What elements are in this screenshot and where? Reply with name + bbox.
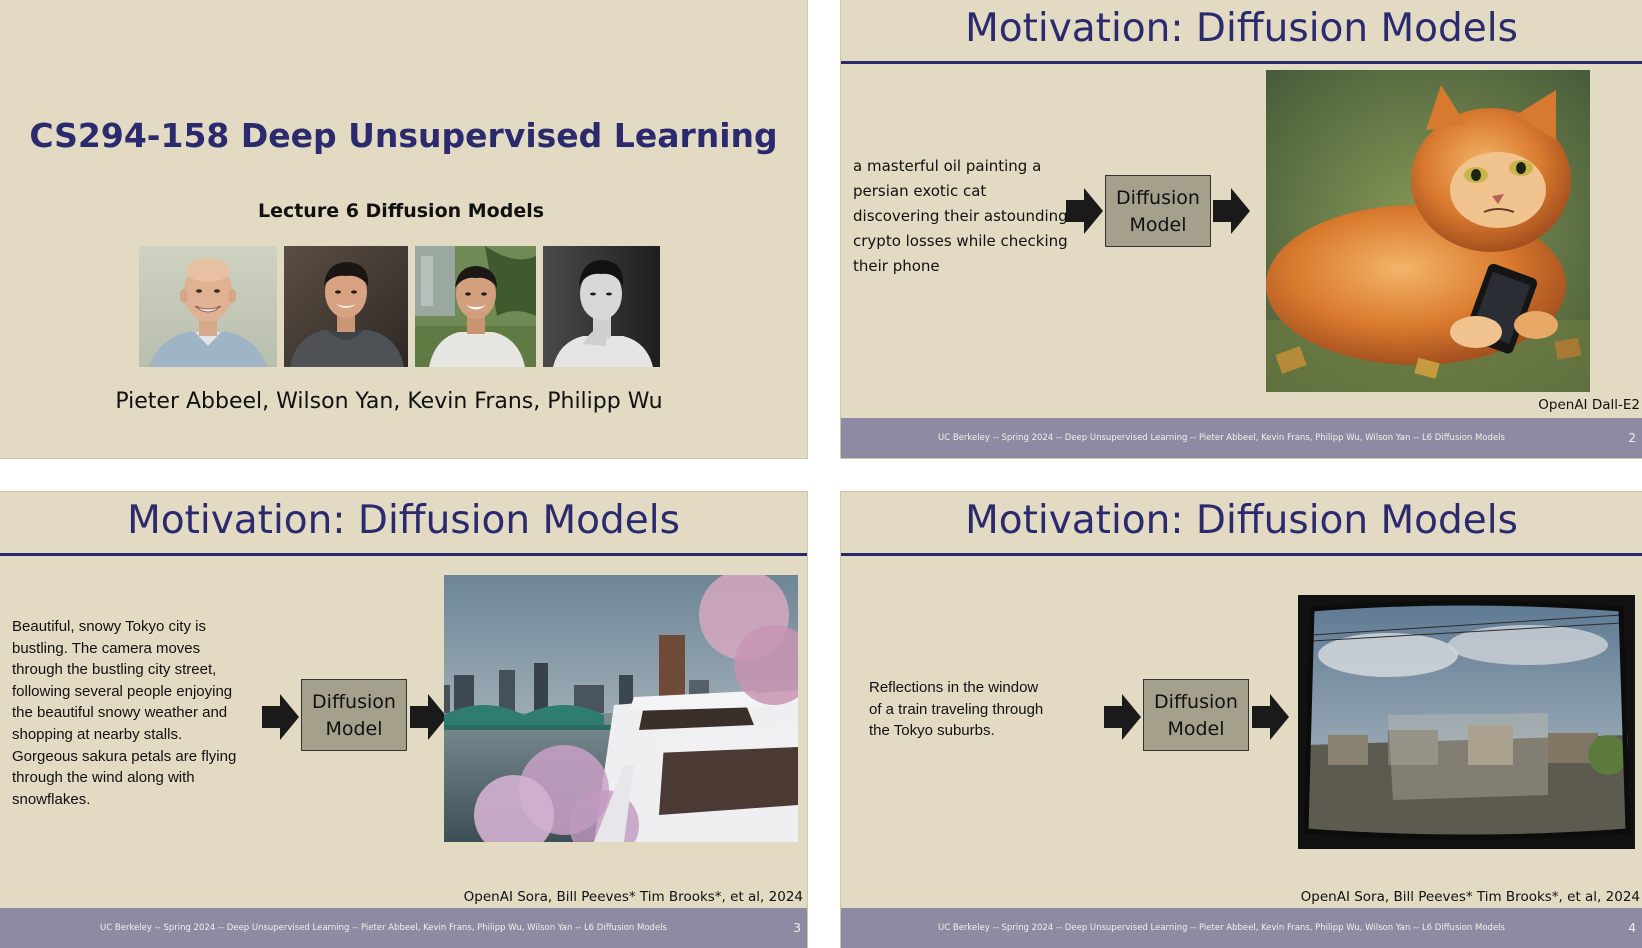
right-arrow-icon <box>1104 694 1141 740</box>
model-label-line2: Model <box>1167 718 1225 740</box>
slide-footer: UC Berkeley -- Spring 2024 -- Deep Unsup… <box>841 908 1642 948</box>
right-arrow-icon <box>410 694 447 740</box>
slide-title: Motivation: Diffusion Models <box>965 498 1518 543</box>
title-divider <box>841 61 1642 64</box>
prompt-line: Gorgeous sakura petals are flying <box>12 747 237 765</box>
slide-4-sora-train[interactable]: Motivation: Diffusion Models Reflections… <box>840 491 1642 948</box>
diffusion-model-box: Diffusion Model <box>301 679 407 751</box>
model-label-line1: Diffusion <box>1116 187 1200 209</box>
footer-text: UC Berkeley -- Spring 2024 -- Deep Unsup… <box>938 433 1505 443</box>
image-credit: OpenAI Sora, Bill Peeves* Tim Brooks*, e… <box>463 889 803 905</box>
prompt-line: Beautiful, snowy Tokyo city is <box>12 618 206 635</box>
title-divider <box>841 553 1642 556</box>
generated-cat-painting <box>1266 70 1590 392</box>
prompt-line: a masterful oil painting a <box>853 157 1042 175</box>
prompt-line: following several people enjoying <box>12 682 233 700</box>
lecture-subtitle: Lecture 6 Diffusion Models <box>257 200 545 222</box>
right-arrow-icon <box>1213 188 1250 234</box>
page-number: 4 <box>1628 921 1636 935</box>
model-label-line2: Model <box>325 718 383 740</box>
course-title: CS294-158 Deep Unsupervised Learning <box>29 116 778 155</box>
prompt-line: persian exotic cat <box>853 182 987 200</box>
right-arrow-icon <box>262 694 299 740</box>
prompt-line: shopping at nearby stalls. <box>12 725 183 743</box>
slide-title: Motivation: Diffusion Models <box>965 6 1518 51</box>
page-number: 3 <box>793 921 801 935</box>
prompt-line: snowflakes. <box>12 790 91 808</box>
page-number: 2 <box>1628 431 1636 445</box>
generated-train-window-frame <box>1298 595 1635 849</box>
footer-text: UC Berkeley -- Spring 2024 -- Deep Unsup… <box>100 923 667 933</box>
prompt-line: discovering their astounding <box>853 207 1068 225</box>
model-label-line1: Diffusion <box>1154 691 1238 713</box>
instructor-photo-1 <box>139 246 277 367</box>
image-credit: OpenAI Dall-E2 <box>1538 397 1640 413</box>
slide-title: Motivation: Diffusion Models <box>127 498 680 543</box>
footer-text: UC Berkeley -- Spring 2024 -- Deep Unsup… <box>938 923 1505 933</box>
right-arrow-icon <box>1066 188 1103 234</box>
slide-footer: UC Berkeley -- Spring 2024 -- Deep Unsup… <box>0 908 807 948</box>
prompt-line: the Tokyo suburbs. <box>869 722 995 740</box>
title-divider <box>0 553 807 556</box>
prompt-line: crypto losses while checking <box>853 232 1068 250</box>
slide-1-title[interactable]: CS294-158 Deep Unsupervised Learning Lec… <box>0 0 808 459</box>
diffusion-model-box: Diffusion Model <box>1105 175 1211 247</box>
text-prompt: a masterful oil painting a persian exoti… <box>853 154 1068 279</box>
text-prompt: Beautiful, snowy Tokyo city is bustling.… <box>12 616 236 810</box>
model-label-line1: Diffusion <box>312 691 396 713</box>
right-arrow-icon <box>1252 694 1289 740</box>
slide-2-dalle[interactable]: Motivation: Diffusion Models a masterful… <box>840 0 1642 459</box>
prompt-line: bustling. The camera moves <box>12 639 201 657</box>
image-credit: OpenAI Sora, Bill Peeves* Tim Brooks*, e… <box>1300 889 1640 905</box>
authors-line: Pieter Abbeel, Wilson Yan, Kevin Frans, … <box>115 389 663 414</box>
model-label-line2: Model <box>1129 214 1187 236</box>
generated-tokyo-frame <box>444 575 798 842</box>
instructor-photo-3 <box>415 246 536 367</box>
prompt-line: their phone <box>853 257 940 275</box>
prompt-line: through the wind along with <box>12 769 195 787</box>
prompt-line: through the bustling city street, <box>12 661 217 679</box>
instructor-photo-2 <box>284 246 408 367</box>
diffusion-model-box: Diffusion Model <box>1143 679 1249 751</box>
prompt-line: the beautiful snowy weather and <box>12 704 228 722</box>
prompt-line: Reflections in the window <box>869 679 1039 696</box>
text-prompt: Reflections in the window of a train tra… <box>869 677 1043 742</box>
instructor-photo-4 <box>543 246 660 367</box>
slide-3-sora-tokyo[interactable]: Motivation: Diffusion Models Beautiful, … <box>0 491 808 948</box>
prompt-line: of a train traveling through <box>869 700 1044 718</box>
slide-footer: UC Berkeley -- Spring 2024 -- Deep Unsup… <box>841 418 1642 458</box>
